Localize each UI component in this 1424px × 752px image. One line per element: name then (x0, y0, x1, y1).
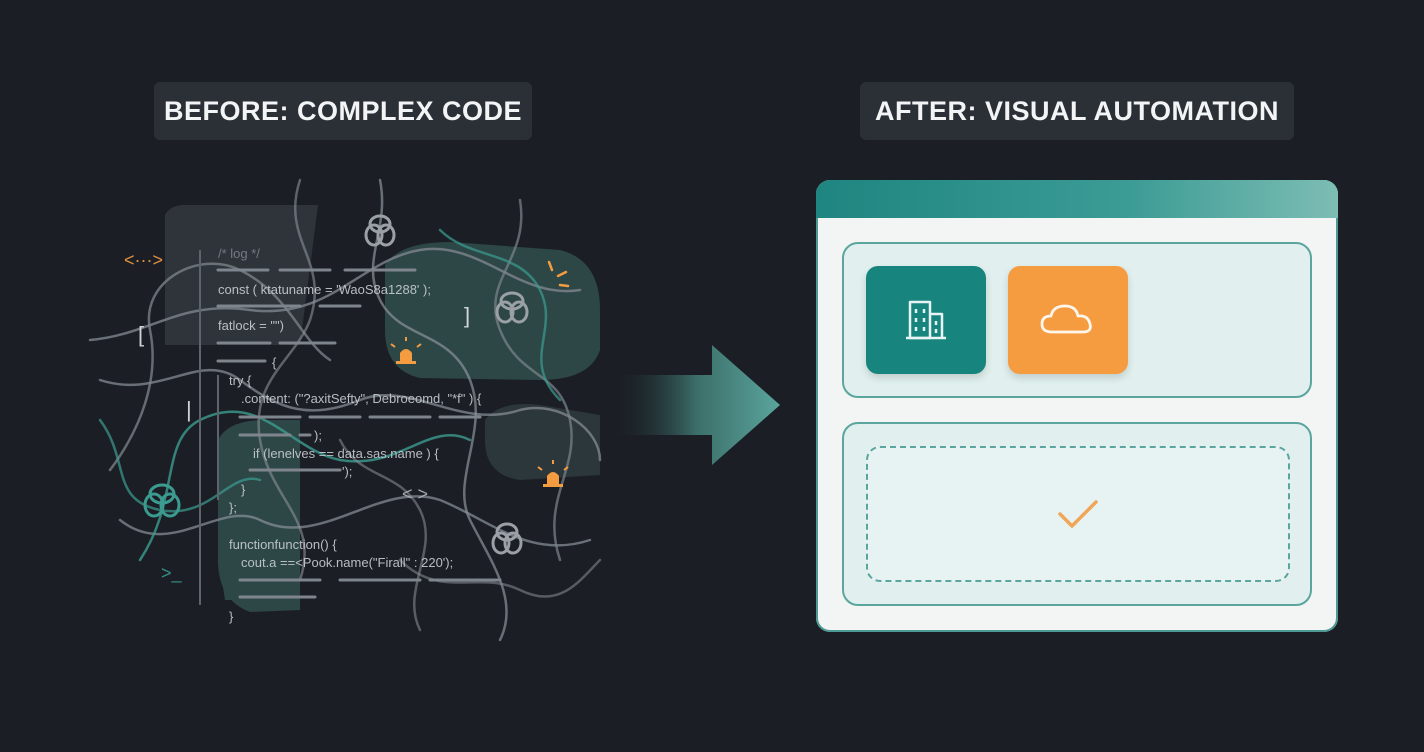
code-line-2: const ( ktatuname = 'WaoS8a1288' ); (218, 282, 431, 297)
code-line-10: } (241, 482, 246, 497)
alarm-icon-1 (390, 337, 422, 364)
code-line-12: functionfunction() { (229, 537, 337, 552)
code-line-4: { (272, 355, 277, 370)
building-icon (906, 300, 946, 340)
code-dashes (216, 268, 502, 599)
knot-icon-3 (143, 483, 181, 518)
code-line-9: '); (342, 464, 353, 479)
knot-icon-4 (491, 522, 523, 555)
alarm-icon-2 (537, 460, 569, 487)
after-label: AFTER: VISUAL AUTOMATION (860, 82, 1294, 140)
transition-arrow (612, 345, 780, 465)
before-label: BEFORE: COMPLEX CODE (154, 82, 532, 140)
indent-guides (199, 250, 219, 605)
knot-icon-1 (364, 214, 396, 247)
alarm-icons (390, 260, 570, 487)
knot-icon-2 (495, 291, 529, 324)
cloud-tile[interactable] (1008, 266, 1128, 374)
code-line-13: cout.a ==<Pook.name("Firall" : 220'); (241, 555, 454, 570)
code-line-8: if (lenelves == data.sas.name ) { (253, 446, 439, 461)
app-window-header (816, 180, 1338, 218)
code-line-14: } (229, 609, 234, 624)
code-line-3: fatlock = "") (218, 318, 284, 333)
code-line-7: ); (314, 428, 322, 443)
checkmark-icon (1058, 500, 1098, 528)
action-section (842, 422, 1312, 606)
code-line-11: }; (229, 500, 237, 515)
bracket-left-glyph: [ (138, 322, 145, 347)
tag-arrows-glyph: <···> (124, 250, 164, 270)
pipe-glyph: | (186, 397, 192, 422)
angle-tag-glyph: < > (402, 484, 429, 504)
wire-knots (143, 214, 529, 555)
spark-icon (547, 260, 570, 288)
cloud-icon (1040, 304, 1092, 334)
bracket-right-glyph: ] (464, 303, 471, 328)
code-line-5: try { (229, 373, 252, 388)
terminal-glyph: >_ (161, 563, 182, 583)
trigger-section (842, 242, 1312, 398)
code-line-1: /* log */ (218, 246, 260, 261)
code-line-6: .content: ("?axitSefty", Debroeomd, "*f"… (241, 391, 482, 406)
tangled-wires (88, 178, 602, 642)
automation-app-window (816, 180, 1338, 632)
building-tile[interactable] (866, 266, 986, 374)
drop-zone[interactable] (866, 446, 1290, 582)
